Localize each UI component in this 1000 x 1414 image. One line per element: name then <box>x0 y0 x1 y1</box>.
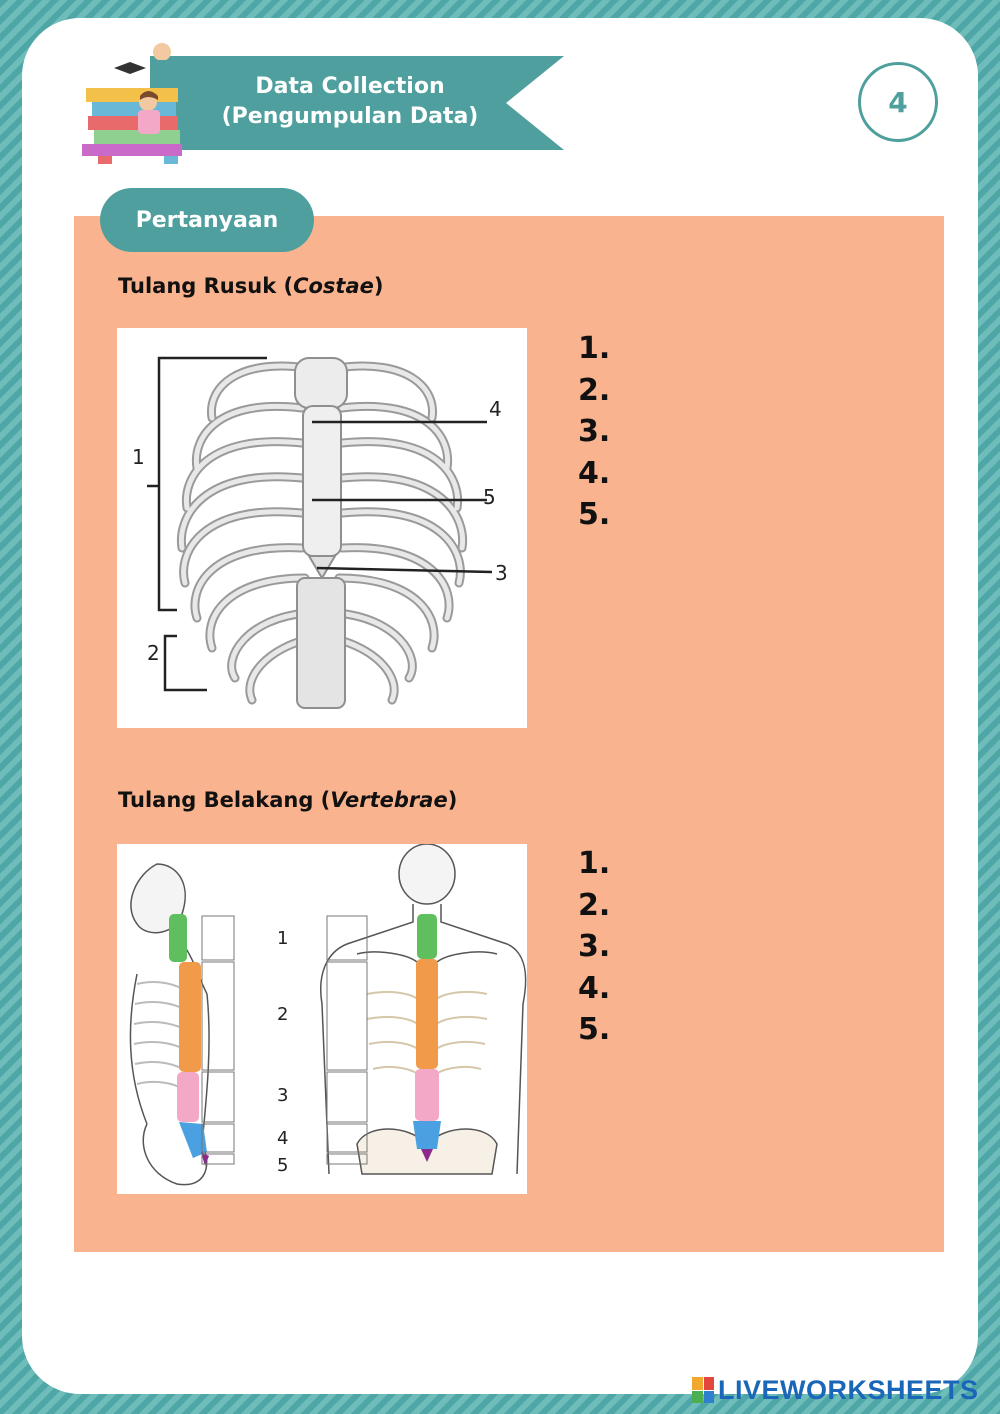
spine-title-text: Tulang Belakang ( <box>118 788 330 812</box>
ribcage-diagram: 1 2 3 4 5 <box>117 328 527 728</box>
ribcage-label-1: 1 <box>132 445 145 469</box>
ribs-title-text: Tulang Rusuk ( <box>118 274 293 298</box>
ribs-answer-3: 3. <box>578 411 610 453</box>
spine-answer-list: 1. 2. 3. 4. 5. <box>578 843 610 1051</box>
spine-label-4: 4 <box>277 1128 288 1149</box>
ribs-section-title: Tulang Rusuk (Costae) <box>118 274 383 298</box>
ribs-answer-1: 1. <box>578 328 610 370</box>
spine-label-5: 5 <box>277 1155 288 1176</box>
spine-answer-4: 4. <box>578 968 610 1010</box>
spine-label-2: 2 <box>277 1004 288 1025</box>
spine-answer-1: 1. <box>578 843 610 885</box>
watermark-text: LIVEWORKSHEETS <box>718 1375 979 1406</box>
ribs-title-end: ) <box>374 274 384 298</box>
liveworksheets-watermark[interactable]: LIVEWORKSHEETS <box>692 1372 979 1408</box>
header-title-line1: Data Collection <box>190 72 510 102</box>
spine-answer-5: 5. <box>578 1009 610 1051</box>
spine-label-3: 3 <box>277 1085 288 1106</box>
liveworksheets-logo-icon <box>692 1377 714 1403</box>
spine-label-1: 1 <box>277 928 288 949</box>
spine-title-italic: Vertebrae <box>330 788 447 812</box>
header-title-line2: (Pengumpulan Data) <box>190 102 510 132</box>
spine-diagram: 1 2 3 4 5 <box>117 844 527 1194</box>
spine-title-end: ) <box>448 788 458 812</box>
students-books-illustration <box>78 38 208 168</box>
spine-figure: 1 2 3 4 5 <box>117 844 527 1194</box>
ribs-title-italic: Costae <box>293 274 374 298</box>
spine-answer-3: 3. <box>578 926 610 968</box>
ribcage-label-5: 5 <box>483 485 496 509</box>
spine-section-title: Tulang Belakang (Vertebrae) <box>118 788 457 812</box>
header-title: Data Collection (Pengumpulan Data) <box>190 72 510 132</box>
spine-answer-2: 2. <box>578 885 610 927</box>
ribcage-label-3: 3 <box>495 561 508 585</box>
ribs-answer-4: 4. <box>578 453 610 495</box>
ribcage-label-2: 2 <box>147 641 160 665</box>
page-number-badge: 4 <box>858 62 938 142</box>
ribs-answer-list: 1. 2. 3. 4. 5. <box>578 328 610 536</box>
questions-tab: Pertanyaan <box>100 188 314 252</box>
ribs-answer-5: 5. <box>578 494 610 536</box>
ribcage-figure: 1 2 3 4 5 <box>117 328 527 728</box>
ribs-answer-2: 2. <box>578 370 610 412</box>
ribcage-label-4: 4 <box>489 397 502 421</box>
